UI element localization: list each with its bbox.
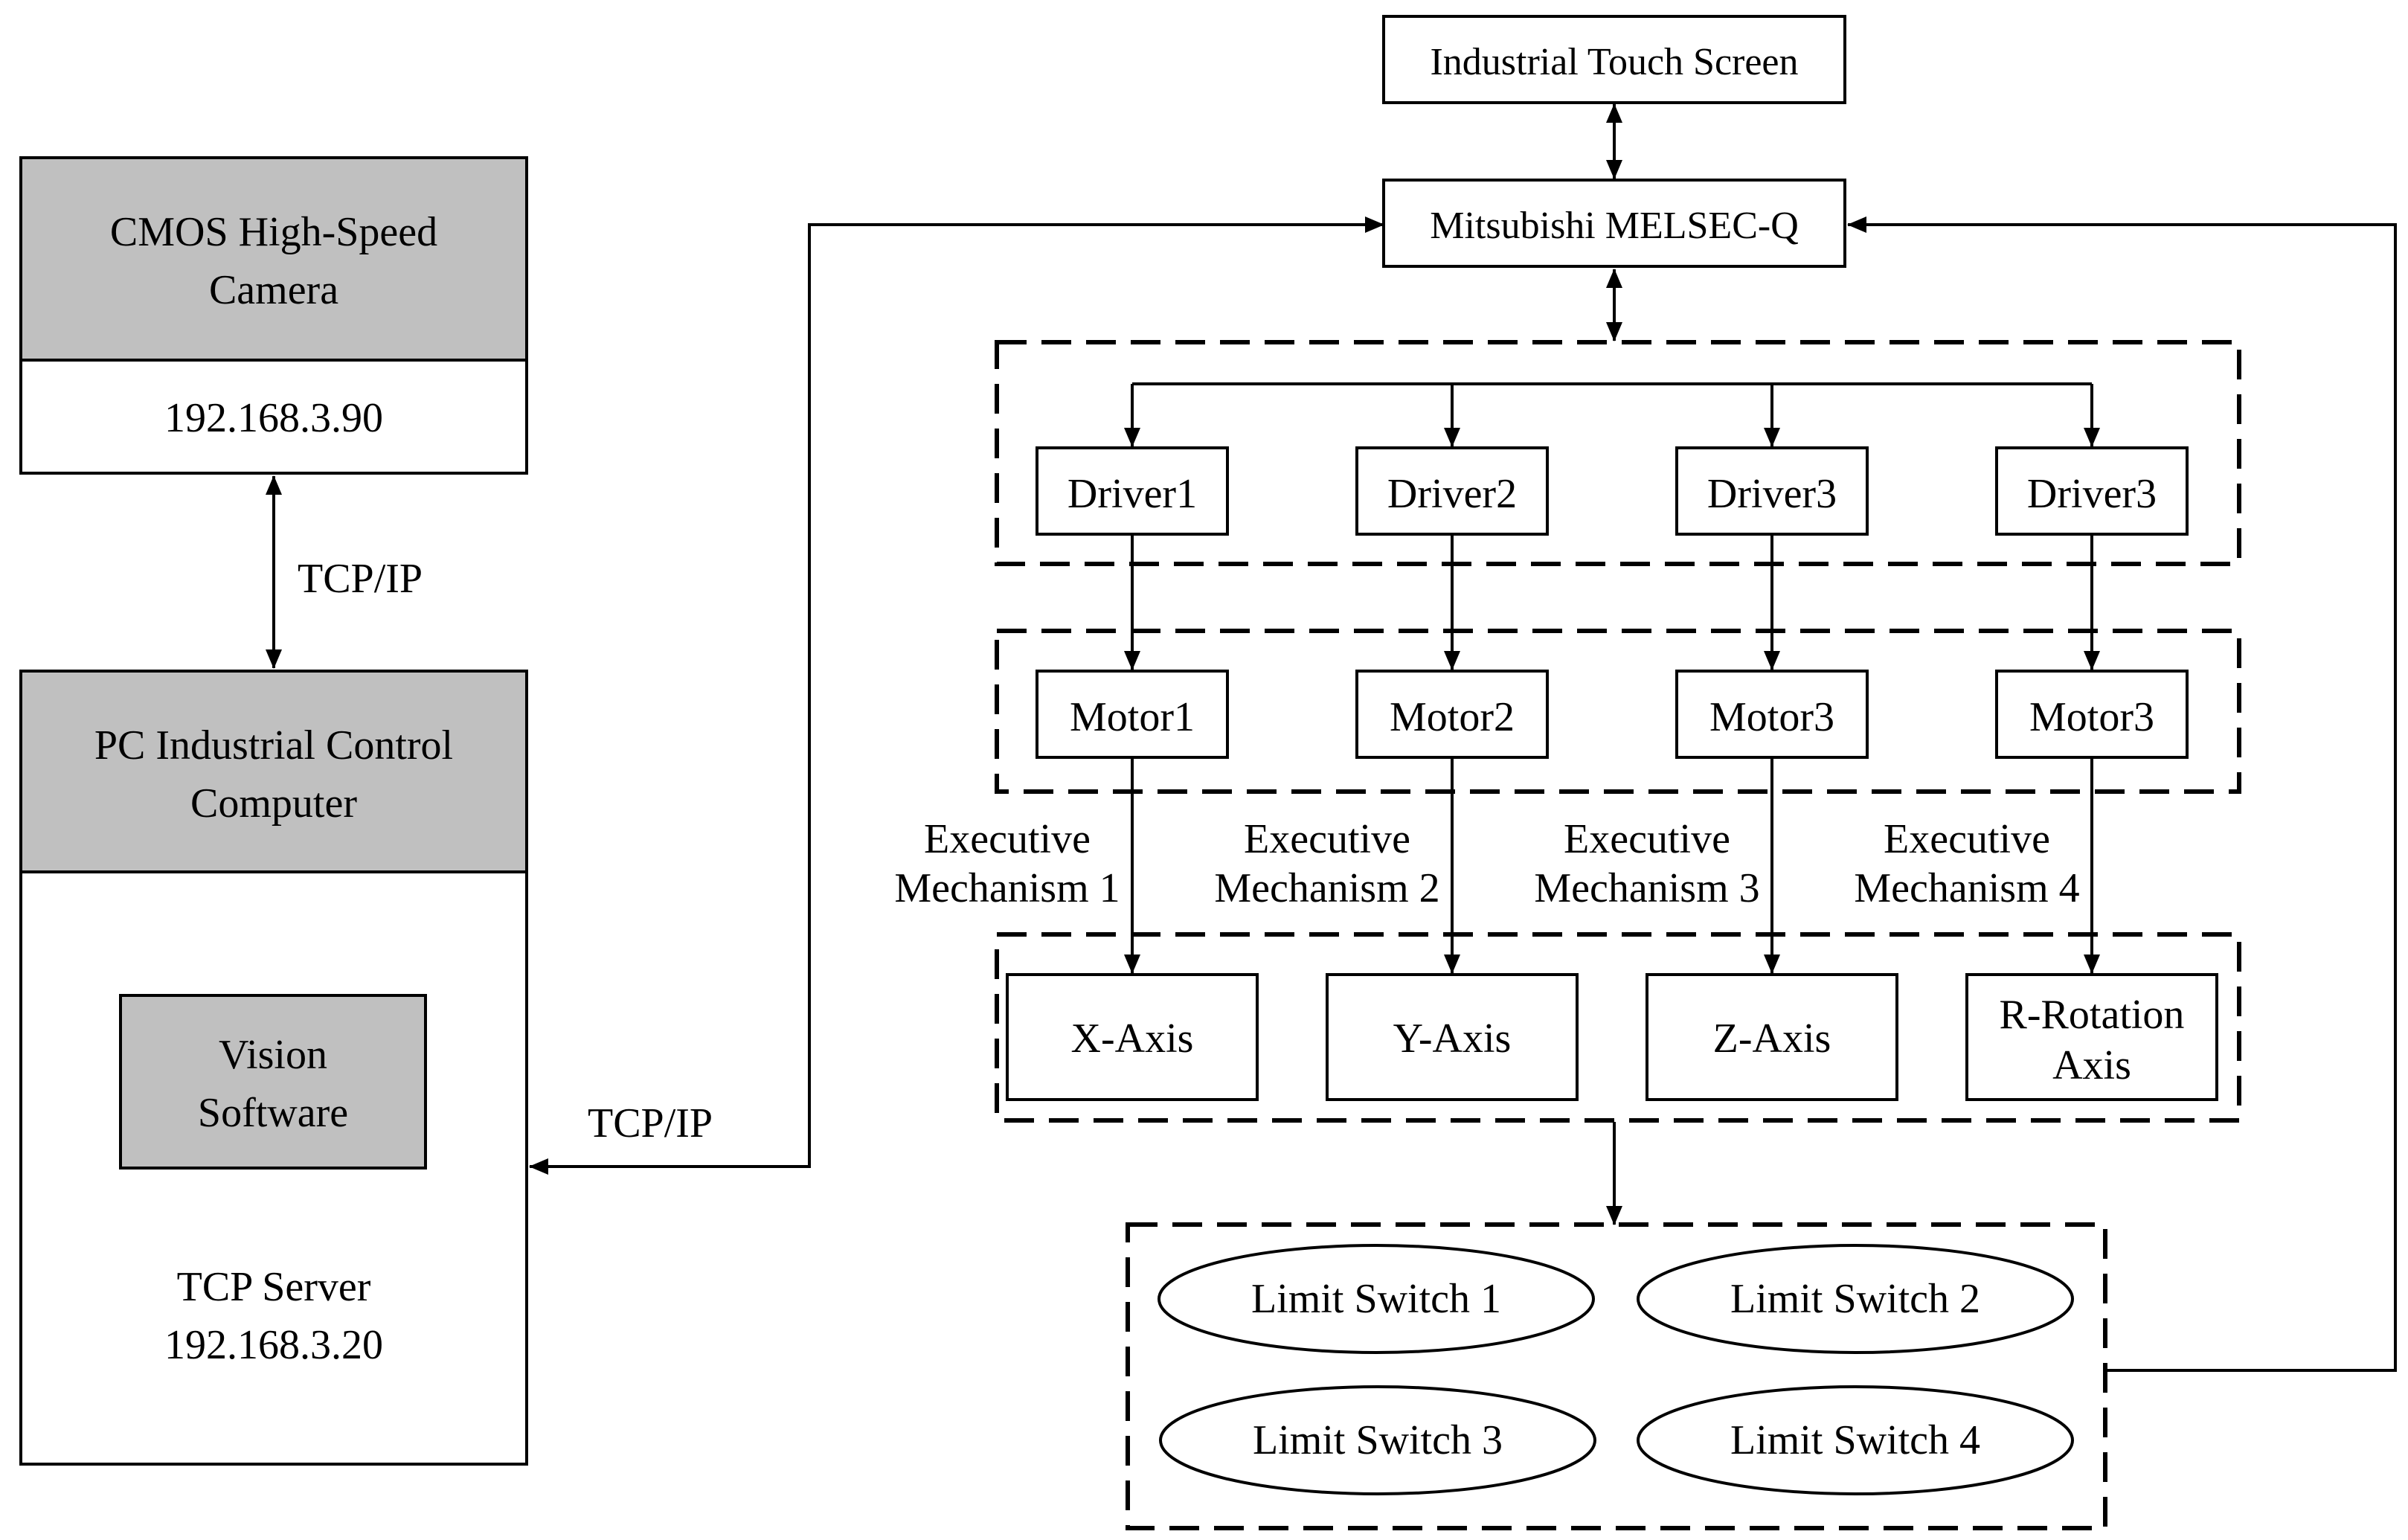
tcp-server-label: TCP Server [177,1264,371,1310]
camera-title-line1: CMOS High-Speed [110,209,437,255]
driver-label-2: Driver2 [1387,471,1517,517]
motor-group-frame [995,629,2241,794]
vision-software-line1: Vision [219,1032,327,1078]
axis-label-4-line1: R-Rotation [2000,992,2185,1038]
motor-box-1 [1036,670,1229,759]
limit-switch-label-1: Limit Switch 1 [1251,1276,1501,1322]
limit-switch-ellipse-4 [1637,1385,2074,1495]
mechanism-label-3-line1: Executive [1564,816,1730,862]
vision-software-box [119,994,427,1170]
driver-box-3 [1675,446,1869,536]
pc-plc-link-arrow [529,216,1384,1175]
limit-switch-label-3: Limit Switch 3 [1253,1417,1503,1463]
vision-software-line2: Software [198,1090,348,1136]
camera-pc-link-label: TCP/IP [298,556,423,602]
motor-list: Motor1 Motor2 Motor3 Motor3 [1036,536,2189,759]
camera-ip: 192.168.3.90 [164,395,383,441]
limit-switch-ellipse-1 [1158,1244,1595,1354]
plc-label: Mitsubishi MELSEC-Q [1430,205,1799,247]
driver-label-4: Driver3 [2027,471,2157,517]
driver-label-3: Driver3 [1707,471,1837,517]
pc-title-box [19,670,528,873]
axis-box-2 [1326,973,1579,1101]
axis-label-1: X-Axis [1071,1016,1194,1062]
mechanism-label-4-line1: Executive [1884,816,2050,862]
mechanism-label-3-line2: Mechanism 3 [1534,865,1759,911]
axis-box-1 [1006,973,1259,1101]
pc-title-line2: Computer [190,780,357,827]
camera-ip-box [19,359,528,475]
driver-box-1 [1036,446,1229,536]
driver-label-1: Driver1 [1067,471,1197,517]
limit-switch-label-2: Limit Switch 2 [1730,1276,1980,1322]
motor-box-2 [1355,670,1549,759]
motor-label-4: Motor3 [2029,694,2154,740]
pc-title-line1: PC Industrial Control [94,722,453,769]
limit-switch-group-frame [1126,1222,2107,1530]
motor-box-4 [1995,670,2189,759]
axis-label-2: Y-Axis [1393,1016,1512,1062]
motor-label-2: Motor2 [1390,694,1515,740]
limit-switch-ellipse-3 [1159,1385,1596,1495]
camera-block: CMOS High-Speed Camera 192.168.3.90 [19,156,528,475]
axis-box-3 [1646,973,1898,1101]
touch-screen-label: Industrial Touch Screen [1430,41,1798,83]
motor-label-1: Motor1 [1070,694,1195,740]
limit-switch-label-4: Limit Switch 4 [1730,1417,1980,1463]
axis-label-3: Z-Axis [1713,1016,1831,1062]
touch-screen-box [1382,15,1846,104]
mechanism-label-1-line2: Mechanism 1 [894,865,1120,911]
pc-plc-link-label: TCP/IP [588,1100,713,1146]
camera-title-box [19,156,528,362]
mechanism-label-2-line2: Mechanism 2 [1214,865,1439,911]
driver-list: Driver1 Driver2 Driver3 Driver3 [1036,384,2189,536]
mechanism-label-4-line2: Mechanism 4 [1854,865,2079,911]
plc-box [1382,179,1846,268]
driver-group-frame [995,340,2241,566]
motor-label-3: Motor3 [1709,694,1834,740]
mechanism-label-1-line1: Executive [924,816,1091,862]
limit-switch-feedback-arrow [1847,216,2397,1372]
limit-switch-list: Limit Switch 1 Limit Switch 2 Limit Switch… [1158,1244,2074,1495]
driver-box-4 [1995,446,2189,536]
tcp-server-ip: 192.168.3.20 [164,1322,383,1368]
camera-title-line2: Camera [209,267,338,313]
motor-box-3 [1675,670,1869,759]
mechanism-label-2-line1: Executive [1244,816,1410,862]
limit-switch-ellipse-2 [1637,1244,2074,1354]
pc-block: PC Industrial Control Computer Vision So… [19,670,528,1466]
axis-label-4-line2: Axis [2052,1042,2131,1088]
axis-box-4 [1965,973,2218,1101]
driver-box-2 [1355,446,1549,536]
